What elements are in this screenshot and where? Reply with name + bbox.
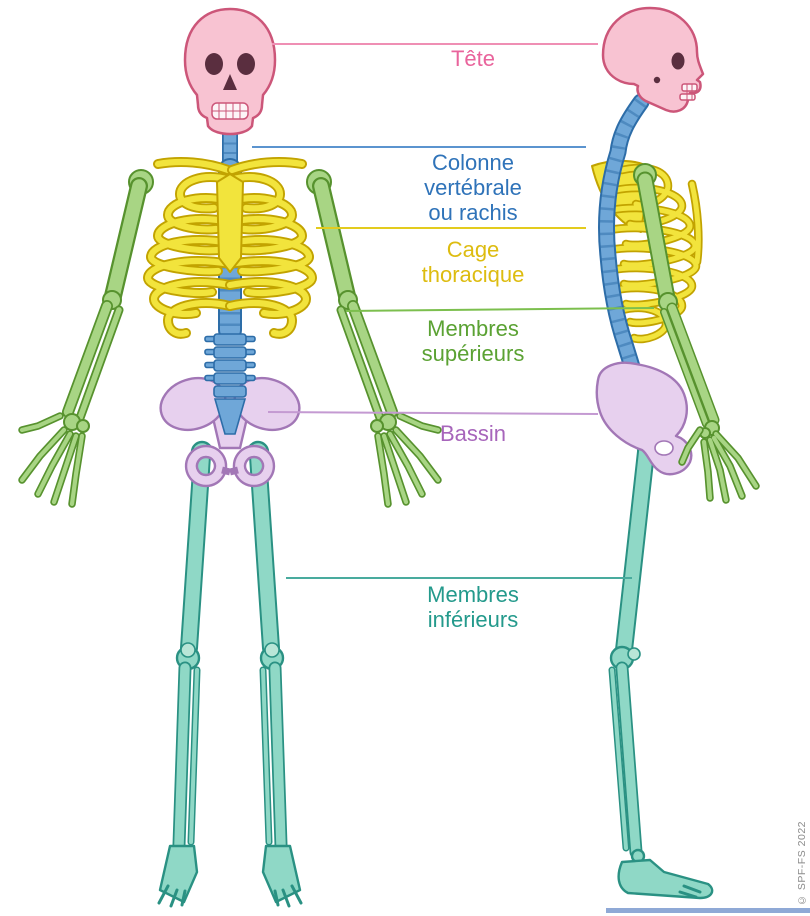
label-bassin: Bassin bbox=[439, 421, 507, 446]
label-membres-inferieurs: Membres inférieurs bbox=[427, 582, 519, 632]
eye-socket bbox=[671, 52, 685, 70]
side-pelvis bbox=[595, 361, 693, 476]
side-skeleton bbox=[591, 6, 760, 900]
eye-socket-left bbox=[205, 53, 223, 75]
connector-line-bassin bbox=[267, 411, 599, 415]
label-colonne-vertebrale: Colonne vertébrale ou rachis bbox=[424, 150, 522, 225]
front-skeleton bbox=[22, 7, 438, 906]
connector-line-membres-superieurs bbox=[345, 307, 655, 312]
side-spine bbox=[597, 93, 650, 409]
eye-socket-right bbox=[237, 53, 255, 75]
copyright-credit: © SPF-FS 2022 bbox=[796, 820, 808, 906]
label-membres-superieurs: Membres supérieurs bbox=[421, 316, 525, 366]
side-skull bbox=[601, 6, 705, 113]
front-lumbar-sacrum bbox=[204, 333, 256, 435]
nasal-cavity bbox=[223, 74, 237, 90]
front-skull bbox=[183, 7, 277, 136]
side-arm bbox=[633, 163, 760, 504]
front-ribcage bbox=[148, 162, 312, 334]
label-tete: Tête bbox=[450, 46, 496, 71]
connector-lines bbox=[252, 43, 655, 579]
ear-opening bbox=[653, 76, 661, 84]
label-cage-thoracique: Cage thoracique bbox=[421, 237, 525, 287]
bottom-edge-line bbox=[606, 908, 810, 913]
sternum bbox=[216, 173, 244, 273]
side-leg bbox=[608, 436, 714, 900]
front-legs bbox=[159, 442, 301, 906]
upper-teeth bbox=[681, 83, 698, 92]
